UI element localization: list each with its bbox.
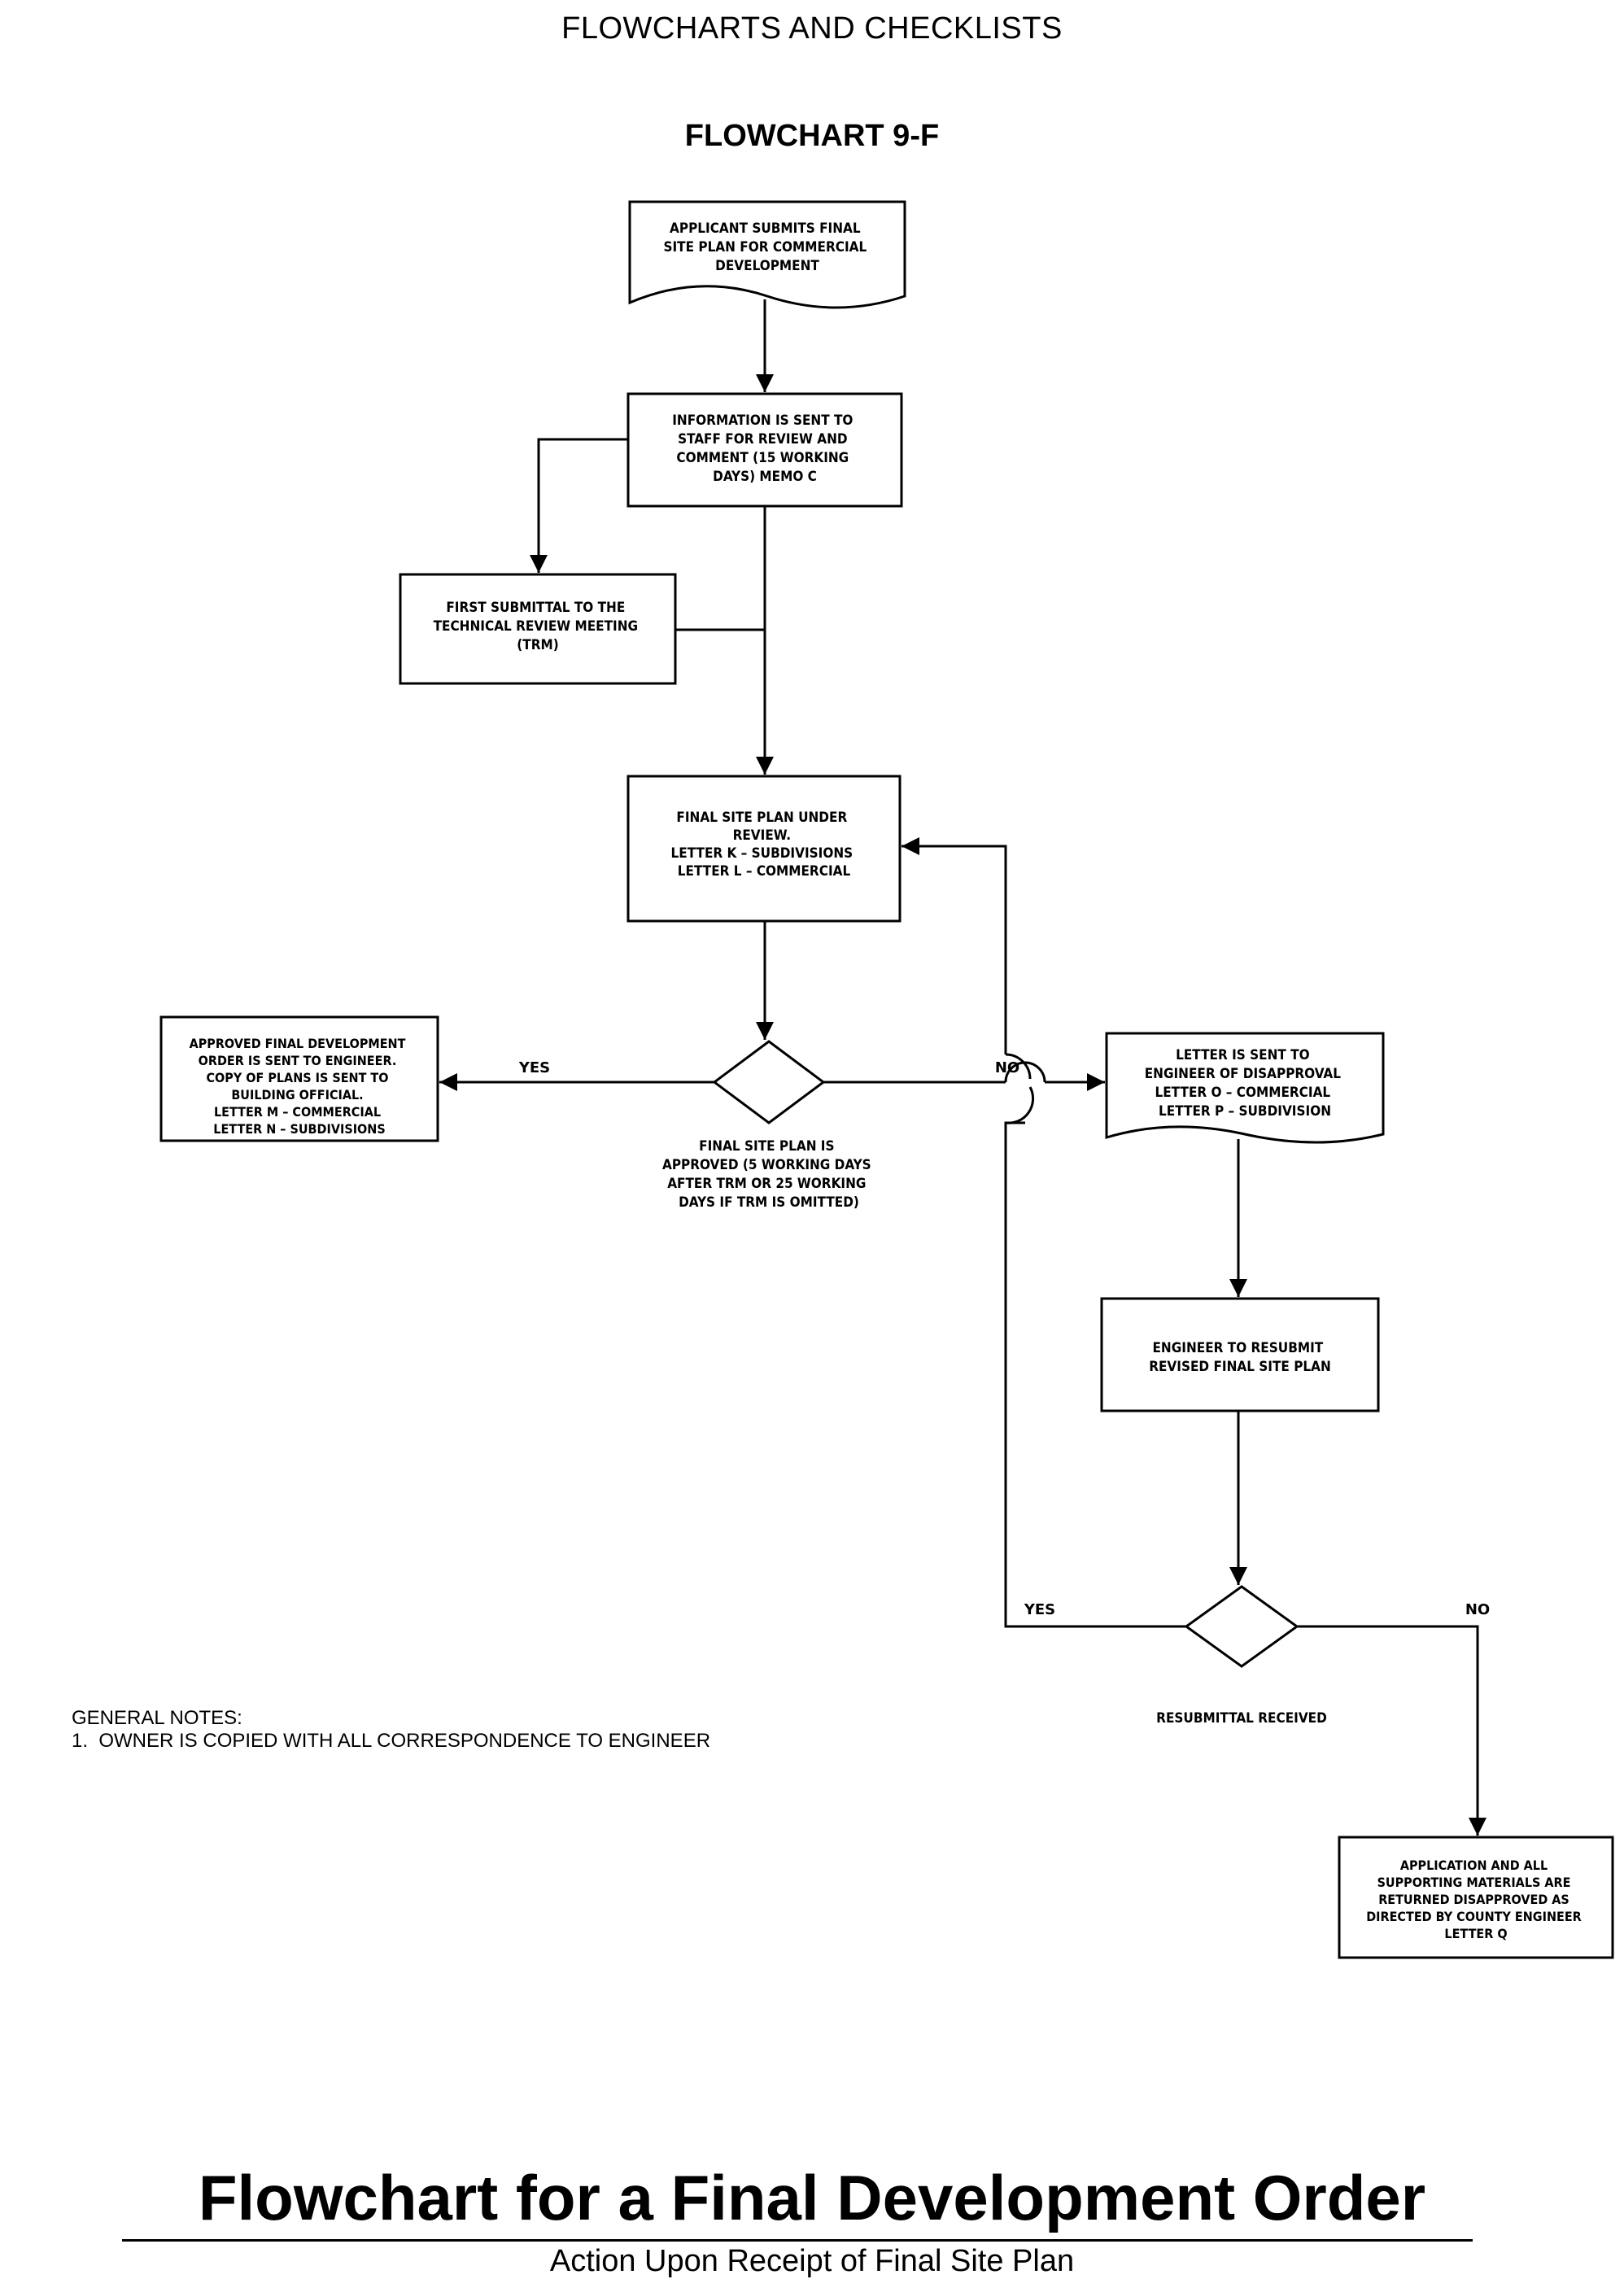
resubmittal-decision-diamond [1184,1585,1299,1668]
label-approved-no: NO [995,1059,1019,1076]
notes-item: 1. OWNER IS COPIED WITH ALL CORRESPONDEN… [72,1730,711,1752]
under-review-box [626,775,901,923]
page-header: FLOWCHARTS AND CHECKLISTS [561,11,1063,46]
edge-loop-upper [901,837,1007,1054]
flowchart-label: FLOWCHART 9-F [684,119,940,153]
returned-text: APPLICATION AND ALL SUPPORTING MATERIALS… [1366,1858,1586,1941]
submit-document-shape [628,200,906,309]
edge-loop-curve [1005,1053,1032,1080]
under-review-text: FINAL SITE PLAN UNDER REVIEW. LETTER K –… [671,810,858,880]
disapproval-text: LETTER IS SENT TO ENGINEER OF DISAPPROVA… [1145,1047,1346,1120]
resubmittal-decision-text: RESUBMITTAL RECEIVED [1156,1710,1327,1727]
main-title: Flowchart for a Final Development Order [198,2162,1426,2233]
approved-decision-diamond [712,1040,826,1124]
label-resubmittal-no: NO [1465,1601,1490,1618]
label-approved-yes: YES [518,1059,550,1076]
label-resubmittal-yes: YES [1024,1601,1055,1618]
notes-heading: GENERAL NOTES: [72,1707,242,1729]
returned-box [1338,1836,1614,1959]
approved-order-text: APPROVED FINAL DEVELOPMENT ORDER IS SENT… [190,1036,410,1137]
info-text: INFORMATION IS SENT TO STAFF FOR REVIEW … [672,413,858,485]
first-submittal-text: FIRST SUBMITTAL TO THE TECHNICAL REVIEW … [434,600,643,653]
disapproval-document-shape [1105,1032,1385,1144]
first-submittal-box [399,573,677,685]
edge-resubmittal-no [1297,1625,1486,1836]
resubmit-box [1100,1297,1380,1412]
info-box [626,392,903,508]
edge-resubmittal-yes [1004,1622,1186,1628]
resubmit-text: ENGINEER TO RESUBMIT REVISED FINAL SITE … [1149,1340,1331,1375]
subtitle: Action Upon Receipt of Final Site Plan [549,2244,1075,2278]
approved-order-box [159,1015,439,1142]
submit-text: APPLICANT SUBMITS FINAL SITE PLAN FOR CO… [663,220,871,274]
edge-loop-curve-lower [1005,1086,1035,1124]
edge-info-to-first-submittal [530,438,628,573]
general-notes: GENERAL NOTES: 1. OWNER IS COPIED WITH A… [72,1707,885,1753]
title-underline [122,2239,1473,2242]
edge-loop-back-to-review [1004,1121,1025,1622]
approved-decision-text: FINAL SITE PLAN IS APPROVED (5 WORKING D… [662,1138,875,1211]
